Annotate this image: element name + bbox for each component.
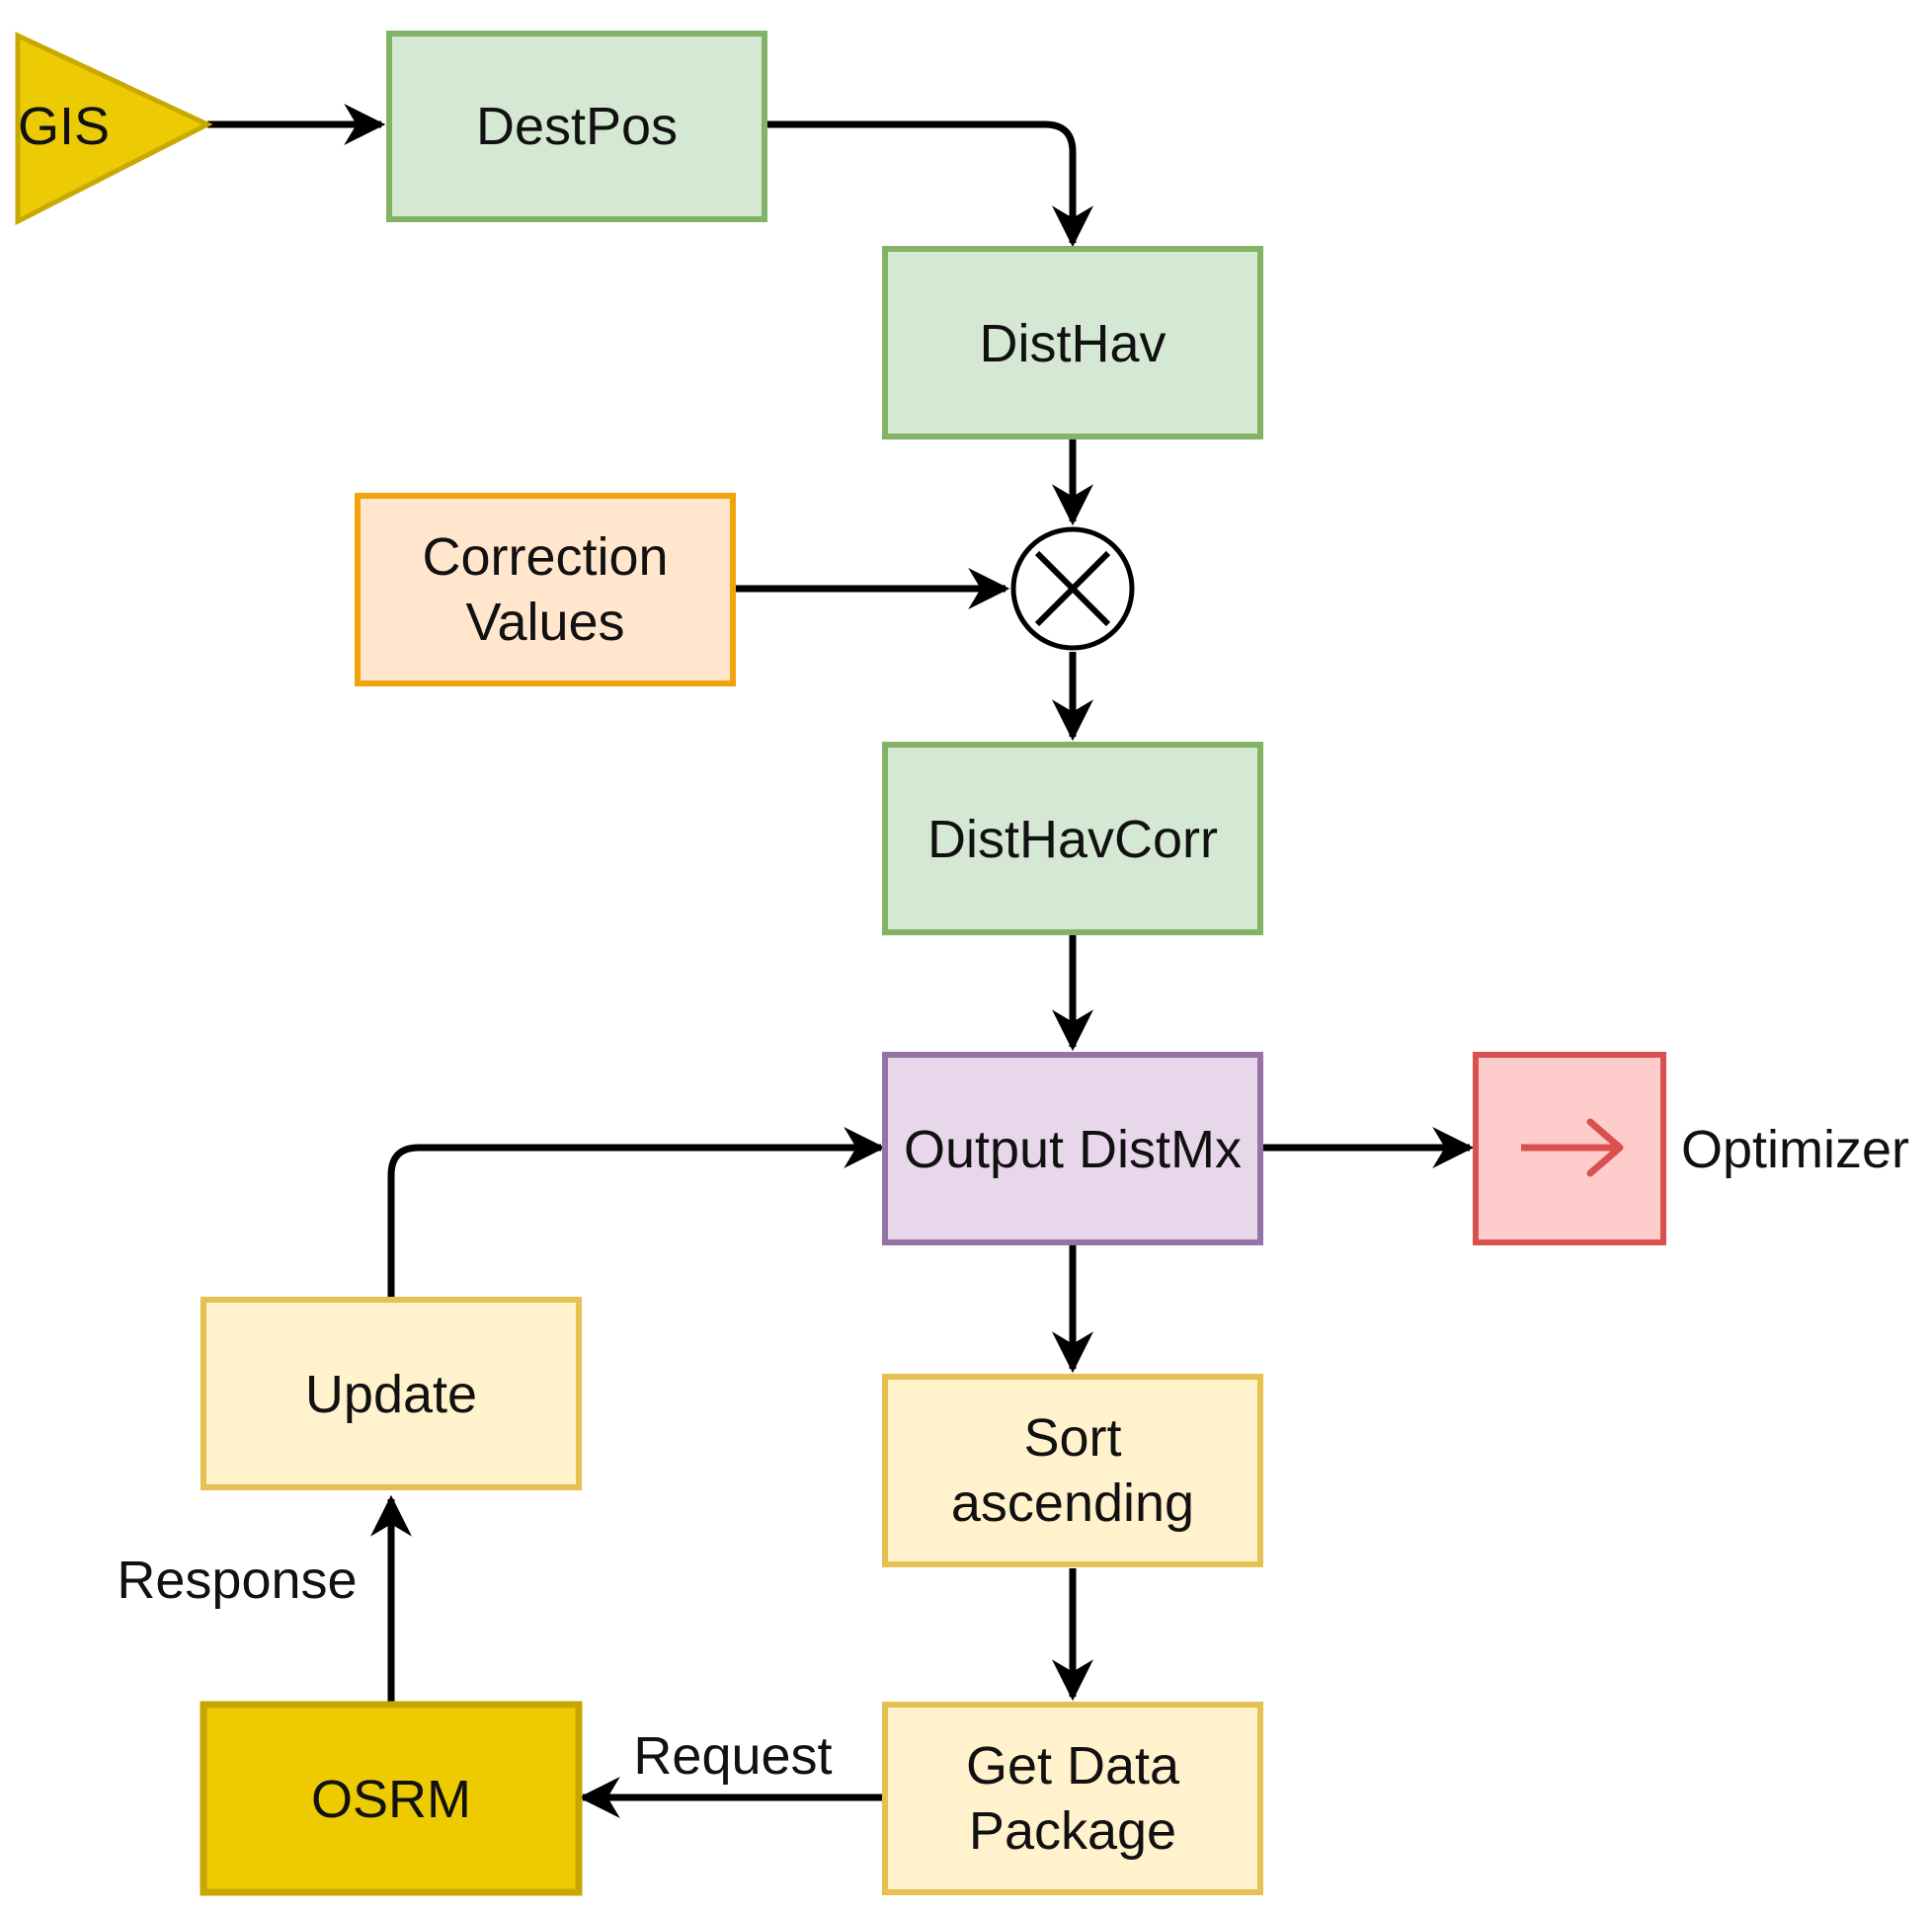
osrm-box bbox=[200, 1701, 583, 1896]
get-data-package-label-line1: Get Data bbox=[966, 1736, 1180, 1795]
optimizer-node: Optimizer bbox=[1473, 1052, 1909, 1245]
gis-triangle bbox=[15, 32, 213, 226]
edges bbox=[207, 104, 1475, 1818]
optimizer-label: Optimizer bbox=[1681, 1120, 1909, 1179]
output-distmx-label: Output DistMx bbox=[904, 1120, 1242, 1179]
multiply-operator-icon bbox=[1034, 550, 1111, 627]
output-distmx-box bbox=[882, 1052, 1263, 1245]
output-distmx-node: Output DistMx bbox=[882, 1052, 1263, 1245]
response-label: Response bbox=[117, 1551, 357, 1610]
correction-values-label-line2: Values bbox=[465, 593, 624, 652]
sort-ascending-label-line1: Sort bbox=[1023, 1408, 1121, 1468]
correction-values-node: Correction Values bbox=[355, 493, 736, 686]
sort-ascending-box bbox=[882, 1374, 1263, 1567]
get-data-package-node: Get Data Package bbox=[882, 1702, 1263, 1895]
request-label: Request bbox=[633, 1726, 832, 1786]
edge-destpos-to-disthav bbox=[765, 120, 1093, 248]
gis-node: GIS bbox=[15, 32, 213, 226]
edge-update-to-output bbox=[387, 1127, 886, 1298]
destpos-node: DestPos bbox=[386, 31, 767, 222]
sort-ascending-label-line2: ascending bbox=[951, 1474, 1194, 1533]
osrm-label: OSRM bbox=[311, 1770, 471, 1829]
gis-label: GIS bbox=[18, 97, 110, 156]
sort-ascending-node: Sort ascending bbox=[882, 1374, 1263, 1567]
update-box bbox=[201, 1297, 582, 1490]
osrm-node: OSRM bbox=[200, 1701, 583, 1896]
disthavcorr-box bbox=[882, 742, 1263, 935]
destpos-label: DestPos bbox=[476, 97, 678, 156]
disthav-node: DistHav bbox=[882, 246, 1263, 439]
correction-values-label-line1: Correction bbox=[422, 527, 668, 587]
get-data-package-box bbox=[882, 1702, 1263, 1895]
disthav-box bbox=[882, 246, 1263, 439]
disthavcorr-node: DistHavCorr bbox=[882, 742, 1263, 935]
update-node: Update bbox=[201, 1297, 582, 1490]
destpos-box bbox=[386, 31, 767, 222]
multiply-node bbox=[1010, 526, 1135, 651]
correction-values-box bbox=[355, 493, 736, 686]
update-label: Update bbox=[305, 1365, 477, 1424]
arrow-right-icon bbox=[1521, 1118, 1624, 1177]
get-data-package-label-line2: Package bbox=[969, 1801, 1176, 1861]
disthav-label: DistHav bbox=[979, 314, 1166, 373]
disthavcorr-label: DistHavCorr bbox=[927, 810, 1218, 869]
